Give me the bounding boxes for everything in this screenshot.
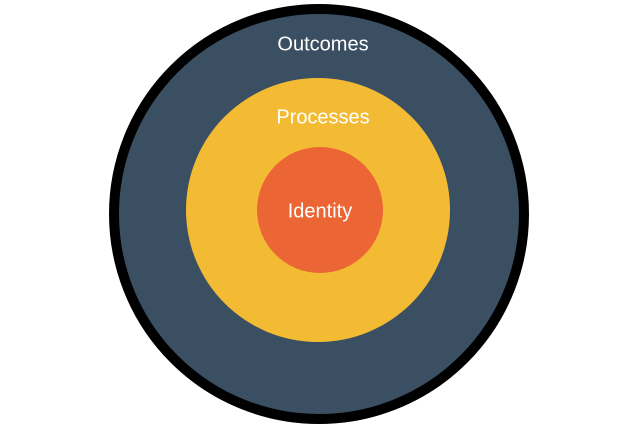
processes-label: Processes <box>276 106 369 128</box>
outcomes-label: Outcomes <box>277 33 368 55</box>
identity-circle <box>257 147 383 273</box>
identity-label: Identity <box>288 200 352 222</box>
